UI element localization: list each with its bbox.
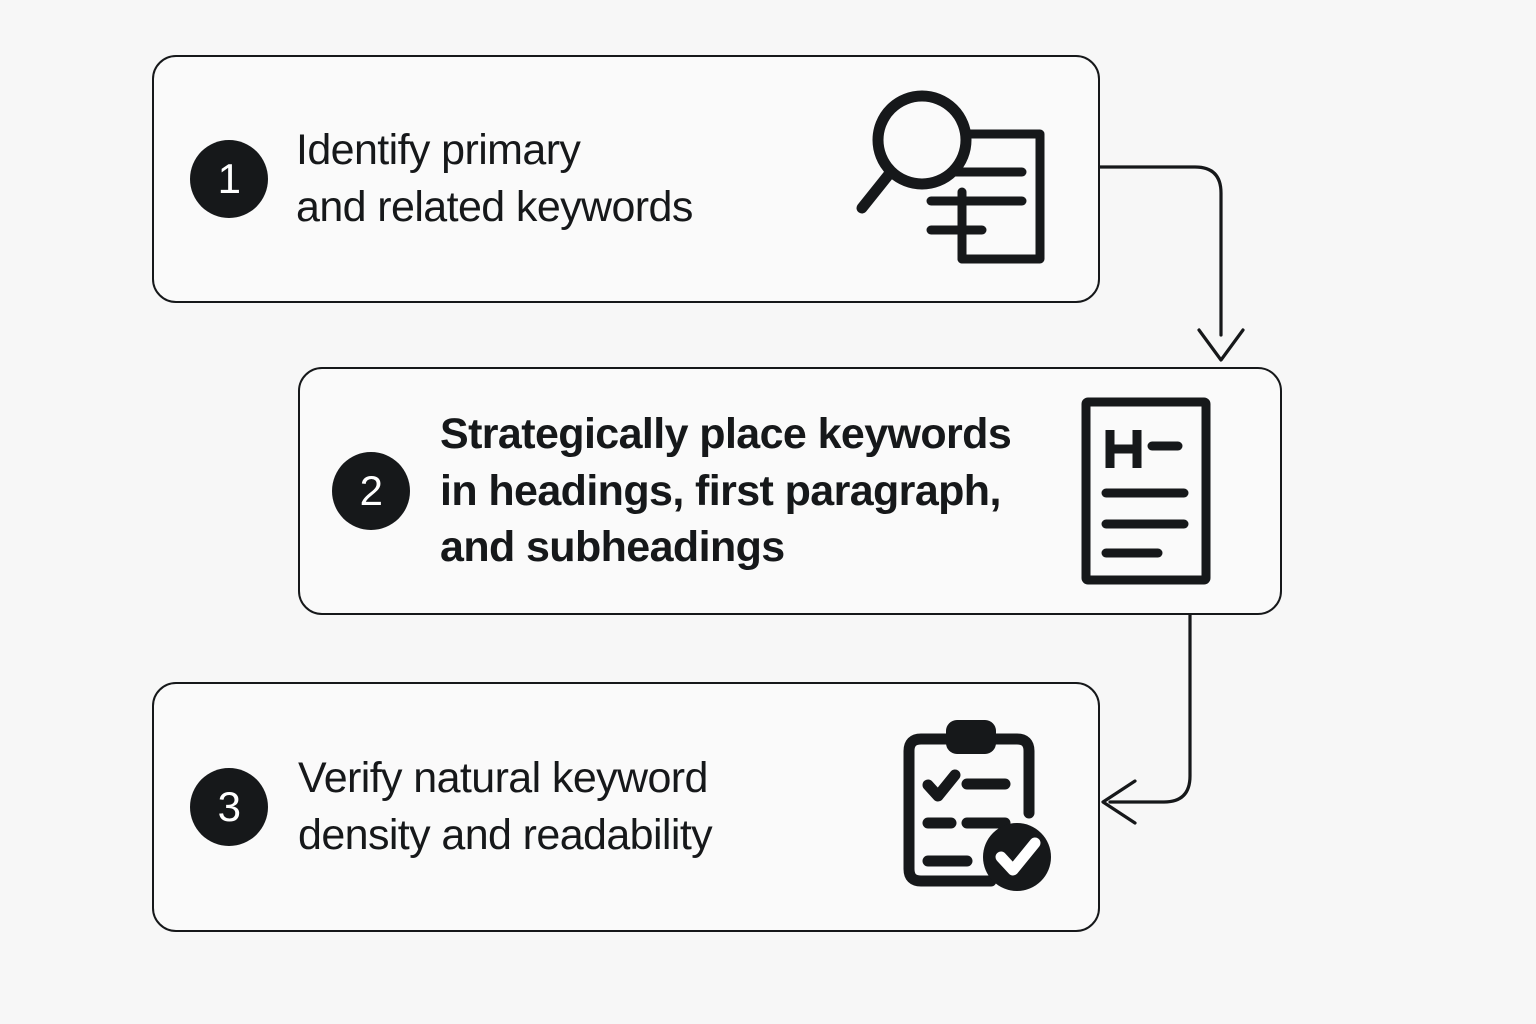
step-text-2: Strategically place keywords in headings… <box>440 409 1012 572</box>
step-card-1[interactable]: 1 Identify primary and related keywords <box>152 55 1100 303</box>
step-card-2[interactable]: 2 Strategically place keywords in headin… <box>298 367 1282 615</box>
step-number-badge-2: 2 <box>332 452 410 530</box>
step-number-badge-1: 1 <box>190 140 268 218</box>
clipboard-check-icon <box>876 717 1076 897</box>
connector-arrow-2-to-3 <box>1101 613 1192 825</box>
heading-document-icon <box>1056 396 1236 586</box>
step-text-1: Identify primary and related keywords <box>296 126 693 231</box>
connector-arrow-1-to-2 <box>1098 165 1245 362</box>
magnifier-document-icon <box>846 84 1076 274</box>
step-text-3: Verify natural keyword density and reada… <box>298 754 713 859</box>
step-number-badge-3: 3 <box>190 768 268 846</box>
step-card-3[interactable]: 3 Verify natural keyword density and rea… <box>152 682 1100 932</box>
